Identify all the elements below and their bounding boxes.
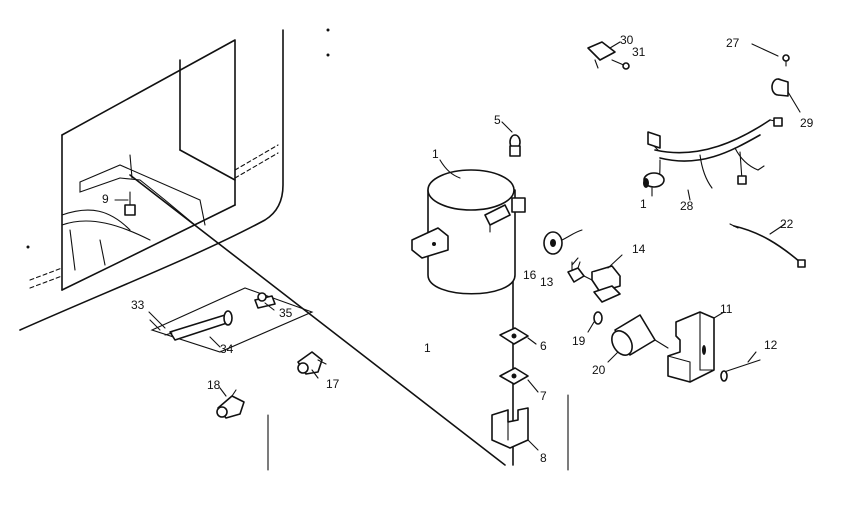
label-28: 28 <box>680 199 694 213</box>
terminal-part-13 <box>567 261 593 283</box>
relay-part-14 <box>591 254 623 303</box>
label-6: 6 <box>540 339 547 353</box>
label-27: 27 <box>726 36 740 50</box>
label-9: 9 <box>102 192 109 206</box>
label-34: 34 <box>220 342 234 356</box>
grommet-part-7 <box>499 367 539 393</box>
label-30: 30 <box>620 33 634 47</box>
label-18: 18 <box>207 378 221 392</box>
ring-part-19 <box>587 311 603 333</box>
label-12: 12 <box>764 338 778 352</box>
wiring-line <box>129 174 506 466</box>
label-31: 31 <box>632 45 646 59</box>
clip-part-18 <box>216 389 245 419</box>
label-1-floor: 1 <box>424 341 431 355</box>
wire-part-22 <box>729 223 806 268</box>
grommet-part-6 <box>499 327 537 345</box>
label-20: 20 <box>592 363 606 377</box>
cabinet-housing <box>19 28 330 331</box>
kit-outline-33-35 <box>149 287 314 353</box>
bracket-part-11 <box>667 311 725 383</box>
label-14: 14 <box>632 242 646 256</box>
screw-part-12 <box>720 351 761 382</box>
harness-part-28 <box>643 117 783 201</box>
label-1-harness: 1 <box>640 197 647 211</box>
grommet-part-29 <box>771 78 801 113</box>
label-13: 13 <box>540 275 554 289</box>
label-35: 35 <box>279 306 293 320</box>
overload-part-16 <box>543 229 583 255</box>
bracket-part-8 <box>491 407 539 451</box>
label-29: 29 <box>800 116 814 130</box>
bolt-part-5 <box>501 121 521 157</box>
label-22: 22 <box>780 217 794 231</box>
clip-part-17 <box>297 351 327 375</box>
label-33: 33 <box>131 298 145 312</box>
part-labels: 1 1 1 5 6 7 8 9 11 12 13 14 16 17 18 19 … <box>102 33 814 465</box>
compressor-part-1 <box>411 169 526 295</box>
label-19: 19 <box>572 334 586 348</box>
connector-part-30-31 <box>587 41 630 70</box>
screw-part-27 <box>751 43 790 67</box>
label-5: 5 <box>494 113 501 127</box>
label-8: 8 <box>540 451 547 465</box>
capacitor-part-20 <box>607 314 669 363</box>
label-11: 11 <box>720 302 733 316</box>
label-7: 7 <box>540 389 547 403</box>
label-1-compressor: 1 <box>432 147 439 161</box>
leader-lines <box>148 159 653 397</box>
label-17: 17 <box>326 377 340 391</box>
label-16: 16 <box>523 268 537 282</box>
screw-part-9 <box>114 191 136 216</box>
